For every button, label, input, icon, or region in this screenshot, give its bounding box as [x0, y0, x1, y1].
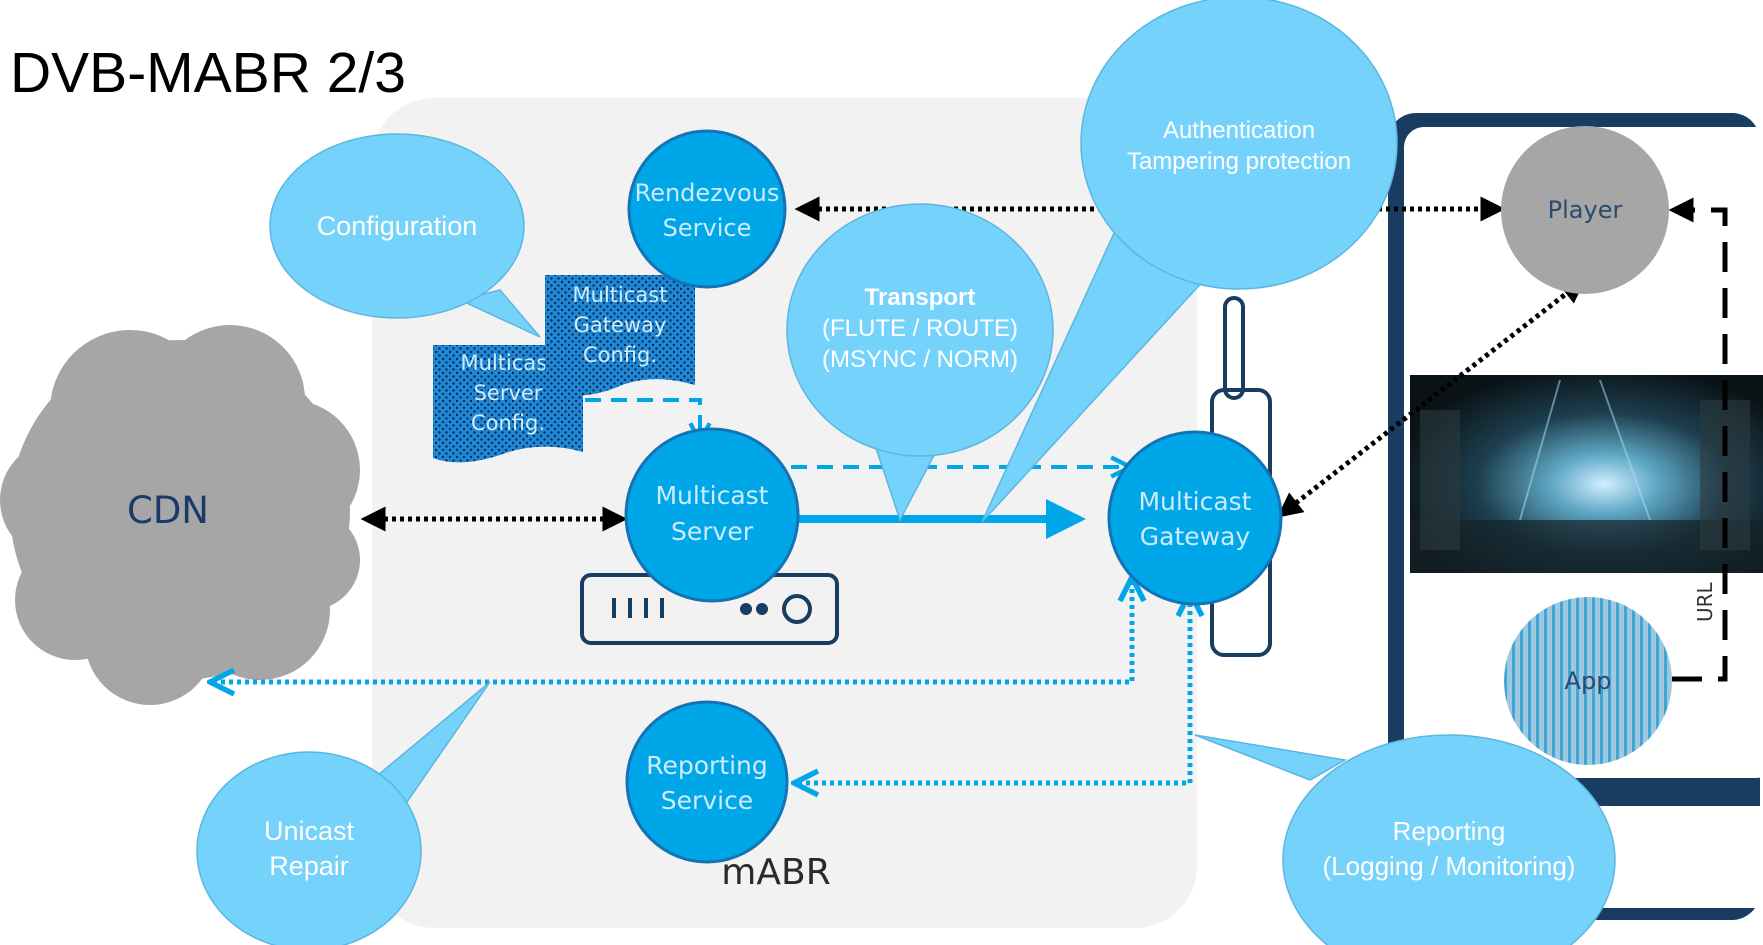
transport-line-1: (FLUTE / ROUTE)	[822, 315, 1018, 342]
config-dashed-connectors	[585, 398, 1128, 467]
authentication-line-1: Authentication	[1163, 117, 1315, 144]
gateway-config-line-3: Config.	[583, 343, 657, 367]
server-config-line-1: Multicast	[461, 351, 556, 375]
authentication-callout: Authentication Tampering protection	[981, 0, 1398, 523]
mabr-label: mABR	[721, 852, 830, 893]
unicast-repair-line-1: Unicast	[264, 816, 355, 846]
unicast-repair-line-2: Repair	[269, 851, 349, 881]
reporting-service-line-1: Reporting	[646, 751, 768, 780]
reporting-line-1: Reporting	[1393, 816, 1506, 846]
multicast-gateway-node: Multicast Gateway	[1107, 430, 1283, 606]
server-config-line-3: Config.	[471, 411, 545, 435]
app-node: App	[1504, 597, 1672, 765]
reporting-service-node: Reporting Service	[625, 700, 789, 864]
gateway-config-line-1: Multicast	[573, 283, 668, 307]
gateway-config-document: Multicast Gateway Config.	[545, 275, 695, 396]
transport-callout: Transport (FLUTE / ROUTE) (MSYNC / NORM)	[786, 203, 1054, 522]
player-label: Player	[1548, 196, 1623, 224]
reporting-callout: Reporting (Logging / Monitoring)	[1194, 734, 1616, 945]
app-label: App	[1565, 667, 1612, 695]
unicast-repair-callout: Unicast Repair	[196, 681, 491, 945]
multicast-gateway-line-2: Gateway	[1140, 522, 1251, 551]
transport-line-2: (MSYNC / NORM)	[822, 346, 1018, 373]
reporting-line-2: (Logging / Monitoring)	[1323, 851, 1576, 881]
authentication-line-2: Tampering protection	[1127, 148, 1351, 175]
url-link	[1668, 197, 1728, 682]
gateway-player-link	[1277, 278, 1586, 518]
rendezvous-line-1: Rendezvous	[635, 179, 780, 207]
transport-title: Transport	[865, 284, 976, 311]
multicast-server-node: Multicast Server	[624, 427, 800, 603]
blue-dotted-connectors	[213, 580, 1190, 783]
multicast-gateway-line-1: Multicast	[1138, 487, 1251, 516]
reporting-link	[797, 595, 1190, 783]
configuration-callout: Configuration	[269, 133, 541, 338]
player-node: Player	[1501, 126, 1669, 294]
video-thumbnail	[1410, 375, 1763, 573]
cdn-label: CDN	[127, 489, 209, 532]
gateway-config-line-2: Gateway	[574, 313, 667, 337]
rendezvous-service-node: Rendezvous Service	[627, 129, 787, 289]
slide-title: DVB-MABR 2/3	[10, 41, 406, 105]
multicast-server-line-1: Multicast	[655, 481, 768, 510]
multicast-server-line-2: Server	[671, 517, 754, 546]
reporting-service-line-2: Service	[661, 786, 753, 815]
configuration-text: Configuration	[317, 211, 478, 241]
url-label: URL	[1693, 581, 1717, 622]
server-config-line-2: Server	[474, 381, 543, 405]
rendezvous-line-2: Service	[663, 214, 752, 242]
